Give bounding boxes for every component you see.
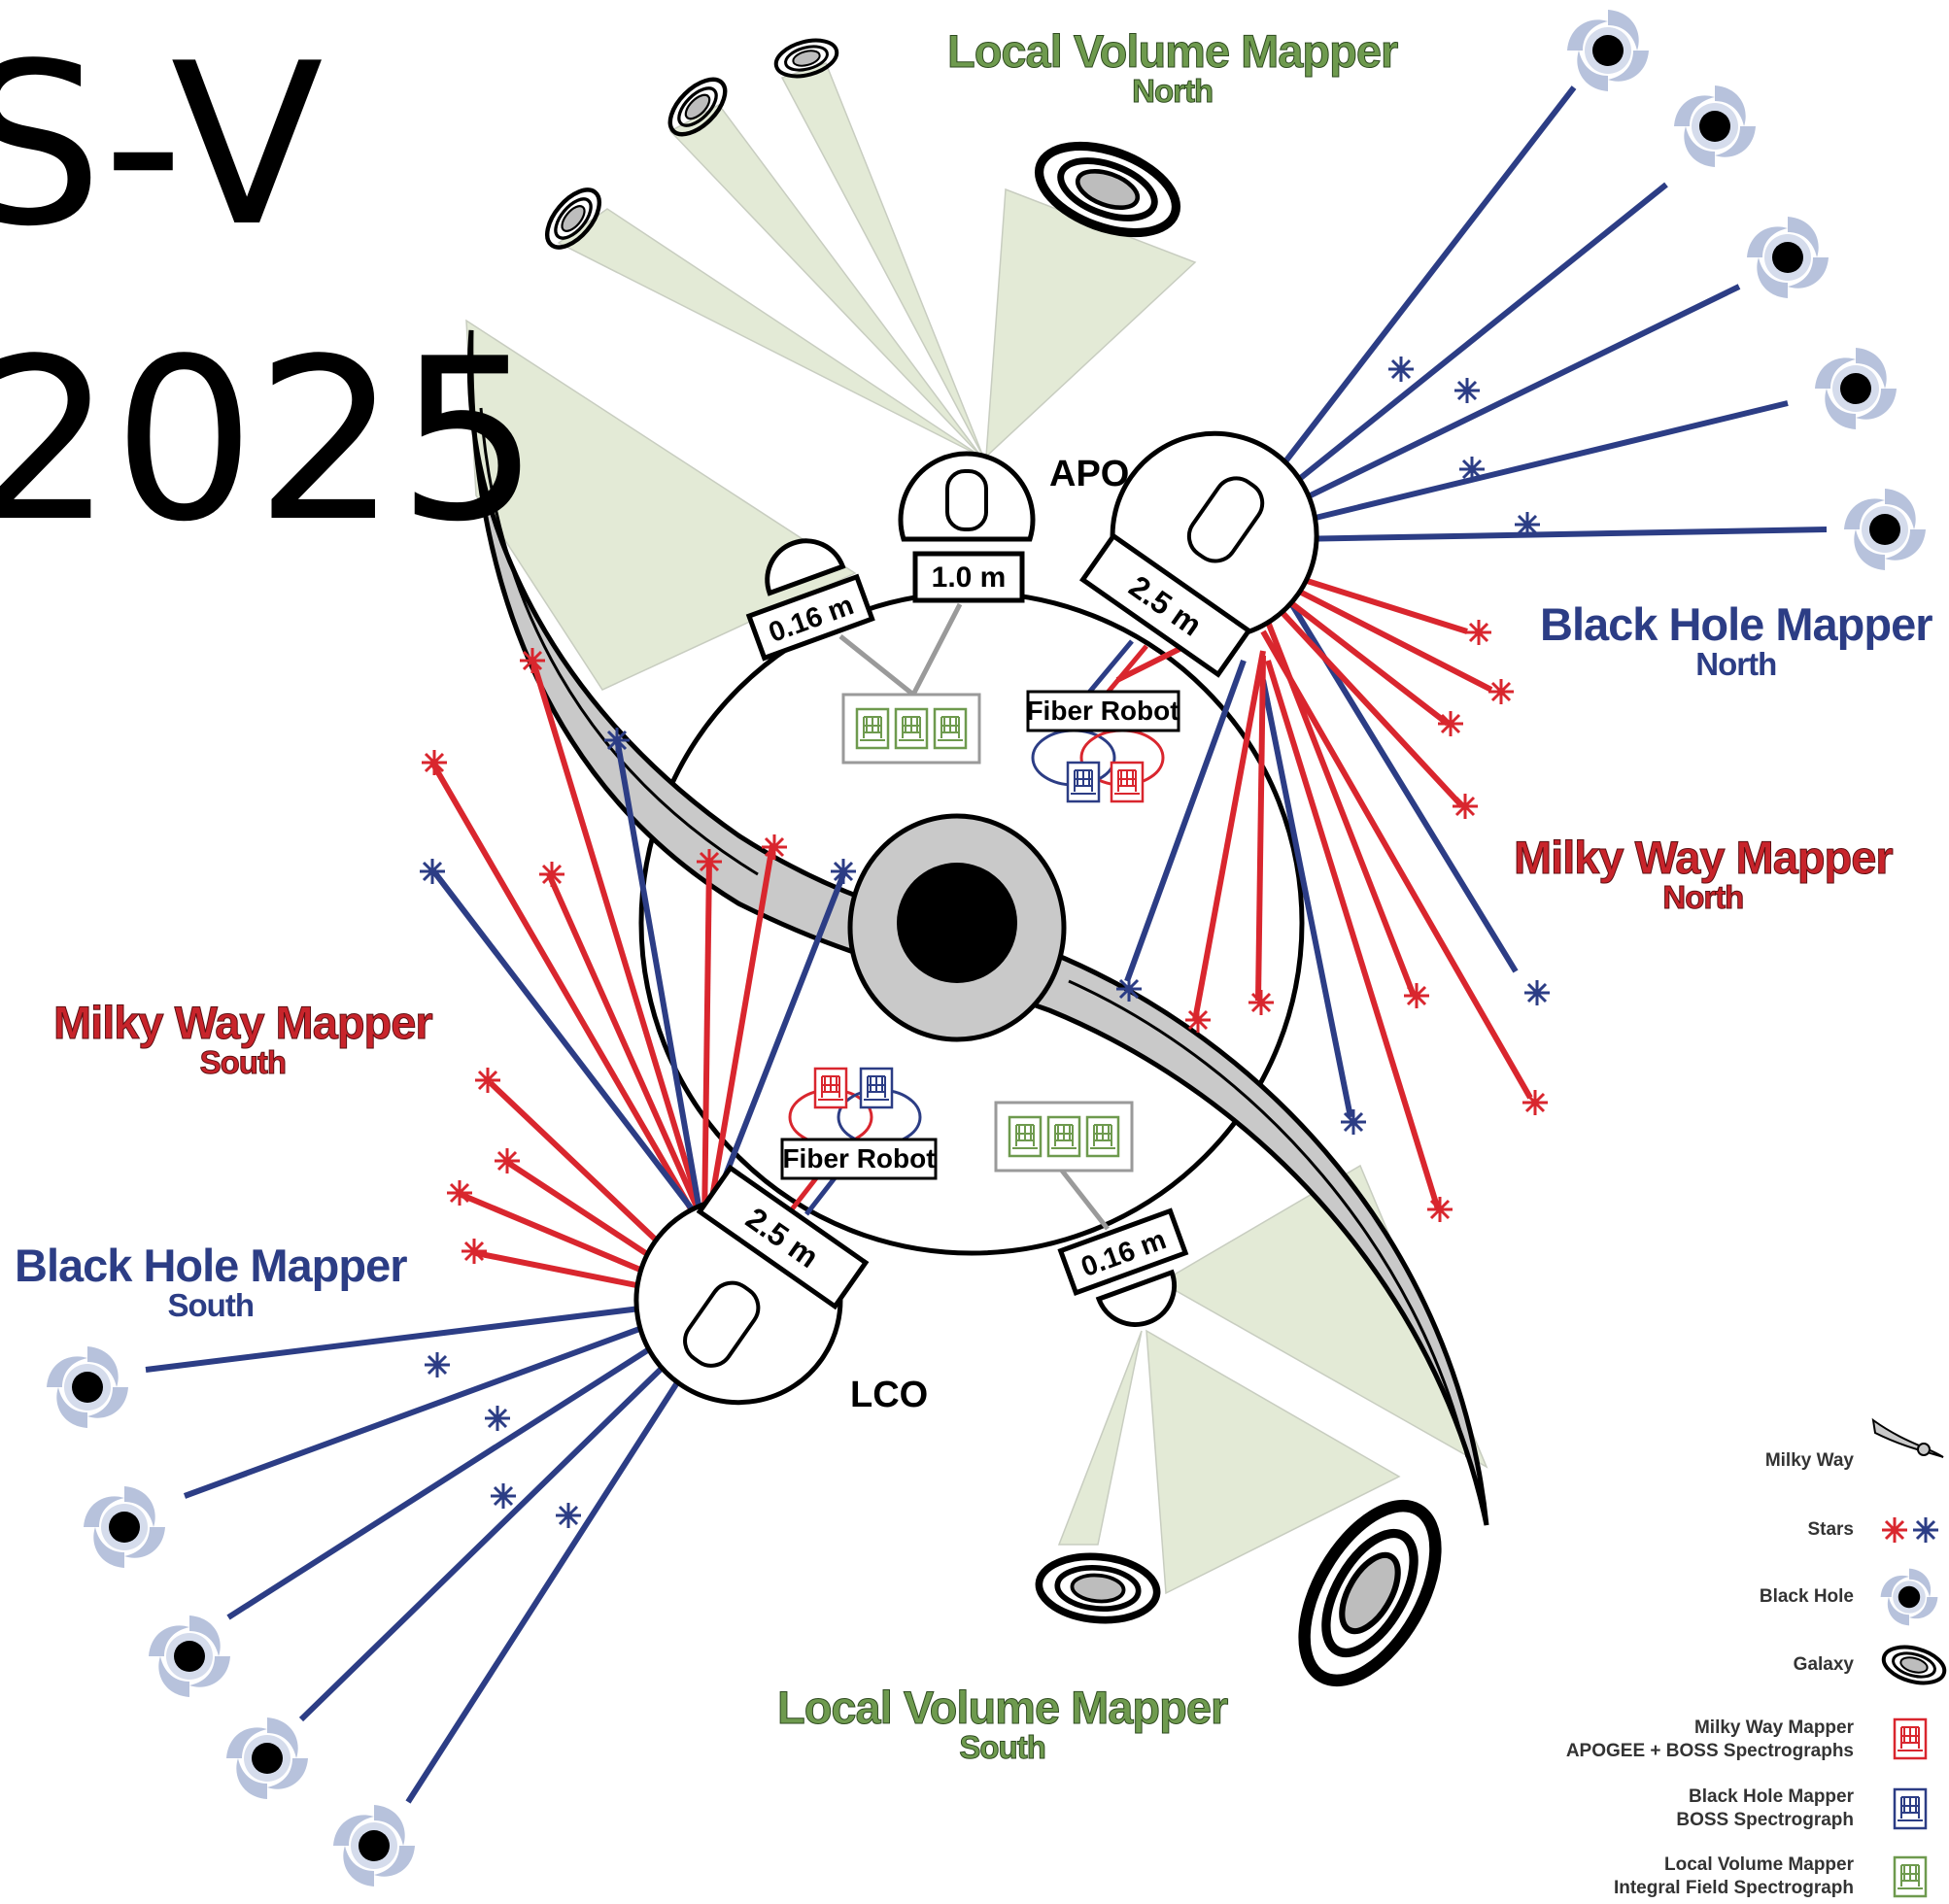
black-hole-icon: [333, 1805, 415, 1887]
mwm-north-label: Milky Way Mapper North: [1514, 832, 1895, 916]
lvm-north-name: Local Volume Mapper: [946, 25, 1398, 77]
legend-star-blue-icon: [1911, 1515, 1940, 1545]
star-icon: [460, 1237, 489, 1266]
star-icon: [1453, 376, 1482, 405]
mwm-north-name: Milky Way Mapper: [1514, 832, 1895, 883]
legend-bhm-line2: BOSS Spectrograph: [1676, 1809, 1854, 1830]
star-icon: [1487, 677, 1516, 706]
legend-mwm-spectrograph-icon: [1893, 1717, 1928, 1760]
legend-lvm-line2: Integral Field Spectrograph: [1613, 1877, 1854, 1898]
fiber-robot-north-label: Fiber Robot: [1026, 696, 1179, 726]
legend-milky-way: Milky Way: [1764, 1450, 1854, 1471]
lvm-beam-south-1: [1057, 1330, 1143, 1546]
black-hole-icon: [84, 1486, 165, 1568]
dome-apo-1m: 1.0 m: [898, 451, 1036, 603]
legend-milky-way-icon: [1871, 1417, 1944, 1458]
star-icon: [554, 1501, 583, 1530]
legend-galaxy: Galaxy: [1793, 1654, 1854, 1675]
dome-apo-016m: 0.16 m: [745, 538, 875, 662]
legend-bhm-line1: Black Hole Mapper: [1689, 1786, 1854, 1807]
lvm-north-site: North: [1132, 73, 1214, 110]
legend-icons: [1871, 1417, 1949, 1898]
black-hole-icon: [47, 1346, 128, 1428]
legend-lvm-spectrograph-icon: [1893, 1855, 1928, 1898]
star-icon: [420, 748, 449, 777]
bhm-north-sightlines: [1124, 85, 1828, 1118]
lvm-beams: [465, 62, 1488, 1595]
mwm-north-site: North: [1662, 879, 1745, 916]
lvm-south-site: South: [959, 1729, 1046, 1766]
star-icon: [1464, 618, 1493, 647]
legend-black-hole: Black Hole: [1759, 1586, 1854, 1607]
lvm-south-name: Local Volume Mapper: [776, 1682, 1228, 1733]
bhm-north-name: Black Hole Mapper: [1540, 598, 1933, 650]
legend-lvm-line1: Local Volume Mapper: [1664, 1854, 1854, 1875]
black-hole-icon: [1844, 489, 1926, 570]
star-icon: [1522, 978, 1552, 1007]
star-icon: [537, 860, 566, 889]
star-icon: [489, 1481, 518, 1511]
mwm-south-name: Milky Way Mapper: [53, 997, 434, 1048]
lvm-south-label: Local Volume Mapper South: [776, 1682, 1228, 1766]
site-apo-label: APO: [1049, 454, 1129, 494]
legend-mwm: Milky Way Mapper APOGEE + BOSS Spectrogr…: [1566, 1717, 1854, 1763]
star-icon: [1436, 709, 1465, 738]
mwm-south-sightlines: [429, 658, 775, 1295]
fiber-robot-south-label: Fiber Robot: [782, 1143, 935, 1173]
black-hole-icon: [1747, 217, 1829, 298]
galaxy-icon: [1037, 1552, 1160, 1625]
star-icon: [445, 1178, 474, 1207]
fiber-robot-north: Fiber Robot: [1026, 690, 1180, 732]
milky-way-band: [466, 329, 1489, 1526]
black-hole-icon: [1674, 85, 1756, 167]
legend-lvm: Local Volume Mapper Integral Field Spect…: [1614, 1853, 1854, 1900]
legend-stars: Stars: [1807, 1519, 1854, 1540]
legend-mwm-line2: APOGEE + BOSS Spectrographs: [1565, 1740, 1854, 1761]
star-icon: [1386, 355, 1416, 384]
black-hole-icon: [149, 1615, 230, 1697]
bhm-south-site: South: [167, 1287, 255, 1324]
fiber-robot-south: Fiber Robot: [780, 1138, 938, 1180]
lvm-spectrograph-south: [994, 1101, 1134, 1173]
telescope-apo-1m-label: 1.0 m: [932, 561, 1007, 594]
bhm-south-label: Black Hole Mapper South: [15, 1240, 408, 1324]
dome-apo-25m: 2.5 m: [1079, 430, 1319, 678]
lvm-beam-milkyway-north: [465, 319, 857, 691]
mwm-south-label: Milky Way Mapper South: [53, 997, 434, 1081]
star-icon: [1339, 1107, 1368, 1137]
legend-galaxy-icon: [1877, 1639, 1949, 1691]
legend-mwm-line1: Milky Way Mapper: [1693, 1717, 1854, 1738]
lvm-north-label: Local Volume Mapper North: [946, 25, 1398, 110]
star-icon: [423, 1350, 452, 1379]
lvm-beam-south-2: [1145, 1329, 1401, 1595]
legend-bhm: Black Hole Mapper BOSS Spectrograph: [1676, 1785, 1854, 1832]
galactic-center-black-hole: [897, 863, 1017, 983]
legend-star-red-icon: [1880, 1515, 1909, 1545]
legend-black-hole-icon: [1880, 1568, 1938, 1626]
black-hole-icon: [1815, 348, 1897, 429]
site-lco-label: LCO: [850, 1375, 928, 1415]
star-icon: [483, 1404, 512, 1433]
survey-title-line-1: S-V: [0, 17, 324, 276]
bhm-south-name: Black Hole Mapper: [15, 1240, 408, 1291]
lvm-spectrograph-north: [841, 693, 981, 765]
mwm-north-sightlines: [1115, 570, 1533, 1210]
legend-bhm-spectrograph-icon: [1893, 1787, 1928, 1830]
bhm-south-sightlines: [145, 737, 848, 1804]
black-hole-icon: [226, 1717, 308, 1799]
mwm-south-site: South: [199, 1044, 287, 1081]
bhm-north-site: North: [1695, 646, 1777, 683]
dome-lco-25m: 2.5 m: [633, 1164, 870, 1406]
star-icon: [1425, 1195, 1454, 1224]
survey-title-line-2: 2025: [0, 312, 540, 571]
black-hole-icon: [1567, 10, 1649, 91]
bhm-north-label: Black Hole Mapper North: [1540, 598, 1933, 683]
